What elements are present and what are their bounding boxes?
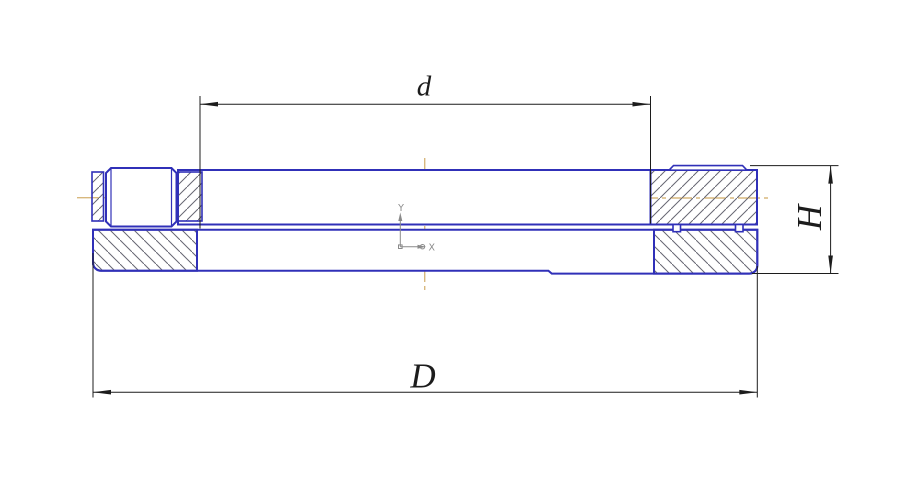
lower-washer-left-section: [92, 228, 198, 272]
d-label: d: [417, 71, 432, 103]
lower-washer-lip-inner: [672, 223, 682, 233]
origin-point-circle: [419, 244, 426, 250]
d-arrow-right: [632, 101, 651, 107]
cage-inner-section: [177, 171, 203, 222]
dimension-H: H: [750, 165, 839, 274]
dimension-D: D: [92, 253, 758, 398]
bearing-geometry: [91, 164, 759, 275]
y-axis-label: Y: [397, 203, 404, 214]
d-arrow-left: [200, 101, 218, 107]
D-arrow-right: [739, 389, 758, 395]
H-arrow-top: [828, 165, 833, 184]
upper-washer-lip: [667, 164, 749, 171]
x-axis-arrow: [417, 244, 426, 249]
H-label: H: [790, 203, 829, 231]
D-arrow-left: [93, 389, 111, 395]
D-label: D: [409, 357, 435, 396]
cage-left-wall-section: [91, 171, 105, 222]
upper-washer-band: [177, 169, 652, 226]
H-arrow-bottom: [828, 255, 833, 274]
lower-washer-lip-outer: [734, 223, 744, 233]
origin-marker: Y X: [397, 203, 435, 254]
x-axis-label: X: [429, 243, 436, 254]
roller: [105, 167, 178, 228]
y-axis-arrow: [398, 212, 403, 221]
dimension-d: d: [199, 71, 651, 229]
lower-washer-right-section: [653, 228, 759, 275]
origin-node: [398, 244, 403, 249]
upper-washer-right-section: [649, 169, 758, 226]
